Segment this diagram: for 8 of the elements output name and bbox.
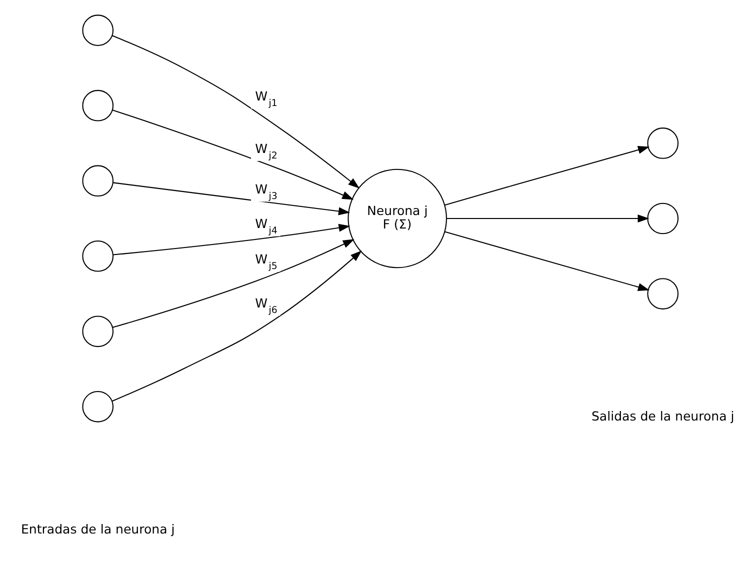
- edge-label: W$_{j5}$: [255, 251, 278, 272]
- edge-label: W$_{j1}$: [255, 88, 278, 108]
- label: Salidas de la neurona j: [591, 408, 734, 423]
- edge-label: W$_{j6}$: [255, 294, 278, 316]
- edge-label: W$_{j3}$: [255, 181, 278, 202]
- edge-label: W$_{j2}$: [255, 140, 278, 161]
- label: Entradas de la neurona j: [20, 520, 175, 536]
- edge-label: W$_{j4}$: [255, 216, 278, 236]
